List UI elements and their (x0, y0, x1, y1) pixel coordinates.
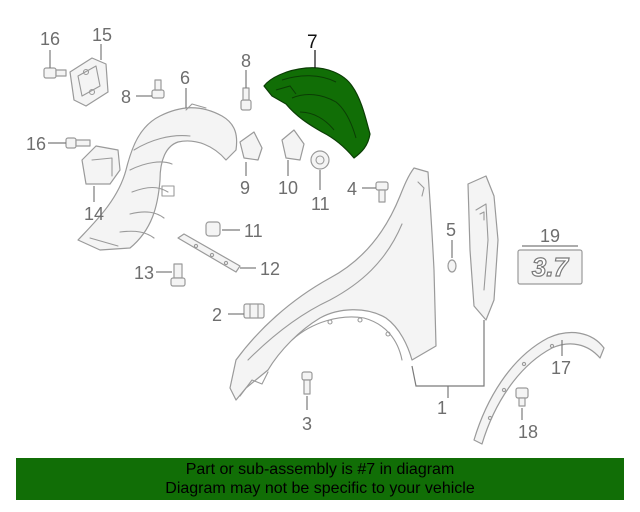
part-8-bolt-upper[interactable] (240, 87, 252, 111)
callout-2[interactable]: 2 (212, 305, 222, 325)
part-19-badge[interactable]: 3.7 (517, 249, 583, 285)
callout-6[interactable]: 6 (180, 68, 190, 88)
part-17-arch-molding[interactable] (473, 331, 605, 445)
callout-5[interactable]: 5 (446, 220, 456, 240)
callout-11-lower[interactable]: 11 (244, 221, 263, 241)
part-1-fender[interactable] (229, 167, 437, 401)
callout-18[interactable]: 18 (518, 422, 538, 442)
part-6-wheel-liner[interactable] (77, 103, 238, 251)
callout-17[interactable]: 17 (551, 358, 571, 378)
part-11-nut-lower[interactable] (205, 221, 221, 237)
part-15-bracket[interactable] (69, 57, 109, 107)
part-18-clip[interactable] (515, 387, 529, 407)
callout-1[interactable]: 1 (437, 398, 447, 418)
part-11-grommet-upper[interactable] (310, 150, 330, 170)
part-fender-rear-panel[interactable] (467, 175, 499, 321)
part-2-clip[interactable] (243, 303, 265, 319)
callout-9[interactable]: 9 (240, 178, 250, 198)
info-banner: Part or sub-assembly is #7 in diagram Di… (16, 458, 624, 500)
badge-text: 3.7 (532, 252, 570, 282)
callout-3[interactable]: 3 (302, 414, 312, 434)
leader-1 (411, 320, 485, 387)
part-3-bolt[interactable] (301, 371, 313, 395)
callout-8-left[interactable]: 8 (121, 87, 131, 107)
callout-8-upper[interactable]: 8 (241, 51, 251, 71)
banner-line-1: Part or sub-assembly is #7 in diagram (185, 461, 455, 478)
part-16-bolt-upper[interactable] (43, 67, 67, 79)
callout-15[interactable]: 15 (92, 25, 112, 45)
part-10-clip[interactable] (281, 129, 305, 161)
part-9-clip[interactable] (239, 131, 263, 161)
part-14-bracket[interactable] (81, 145, 121, 185)
part-8-bolt-left[interactable] (151, 79, 165, 99)
callout-13[interactable]: 13 (134, 263, 154, 283)
callout-10[interactable]: 10 (278, 178, 298, 198)
part-12-strip[interactable] (177, 233, 241, 273)
callout-7[interactable]: 7 (307, 32, 318, 53)
callout-11-upper[interactable]: 11 (311, 194, 330, 214)
callout-19[interactable]: 19 (540, 226, 560, 246)
part-5-plug[interactable] (447, 259, 457, 273)
banner-line-2: Diagram may not be specific to your vehi… (165, 480, 475, 497)
callout-12[interactable]: 12 (260, 259, 280, 279)
part-4-bolt[interactable] (375, 181, 389, 203)
callout-16-upper[interactable]: 16 (40, 29, 60, 49)
part-13-bolt[interactable] (170, 263, 186, 287)
callout-14[interactable]: 14 (84, 204, 104, 224)
callout-4[interactable]: 4 (347, 179, 357, 199)
part-16-bolt-lower[interactable] (65, 137, 91, 149)
part-7-inner-liner-highlighted[interactable] (263, 67, 371, 159)
callout-16-lower[interactable]: 16 (26, 134, 46, 154)
